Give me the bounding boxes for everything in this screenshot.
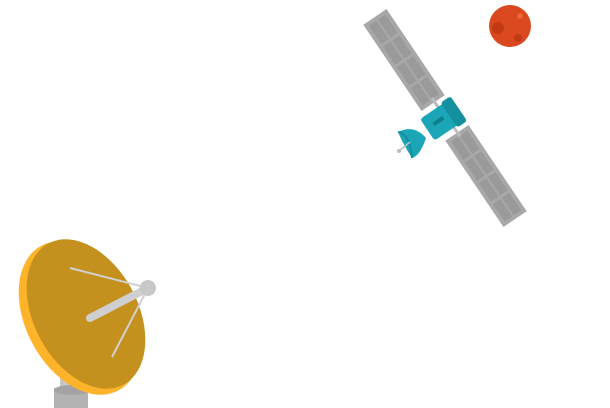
satellite-dish — [18, 239, 156, 408]
satellite-antenna-icon — [397, 129, 426, 159]
satellite — [363, 9, 527, 227]
satellite-body — [421, 97, 467, 140]
solar-panel-lower — [445, 125, 527, 227]
red-planet — [489, 5, 531, 47]
dish-receiver — [140, 280, 156, 296]
solar-panel-upper — [363, 9, 445, 111]
dish-arm — [86, 284, 152, 322]
